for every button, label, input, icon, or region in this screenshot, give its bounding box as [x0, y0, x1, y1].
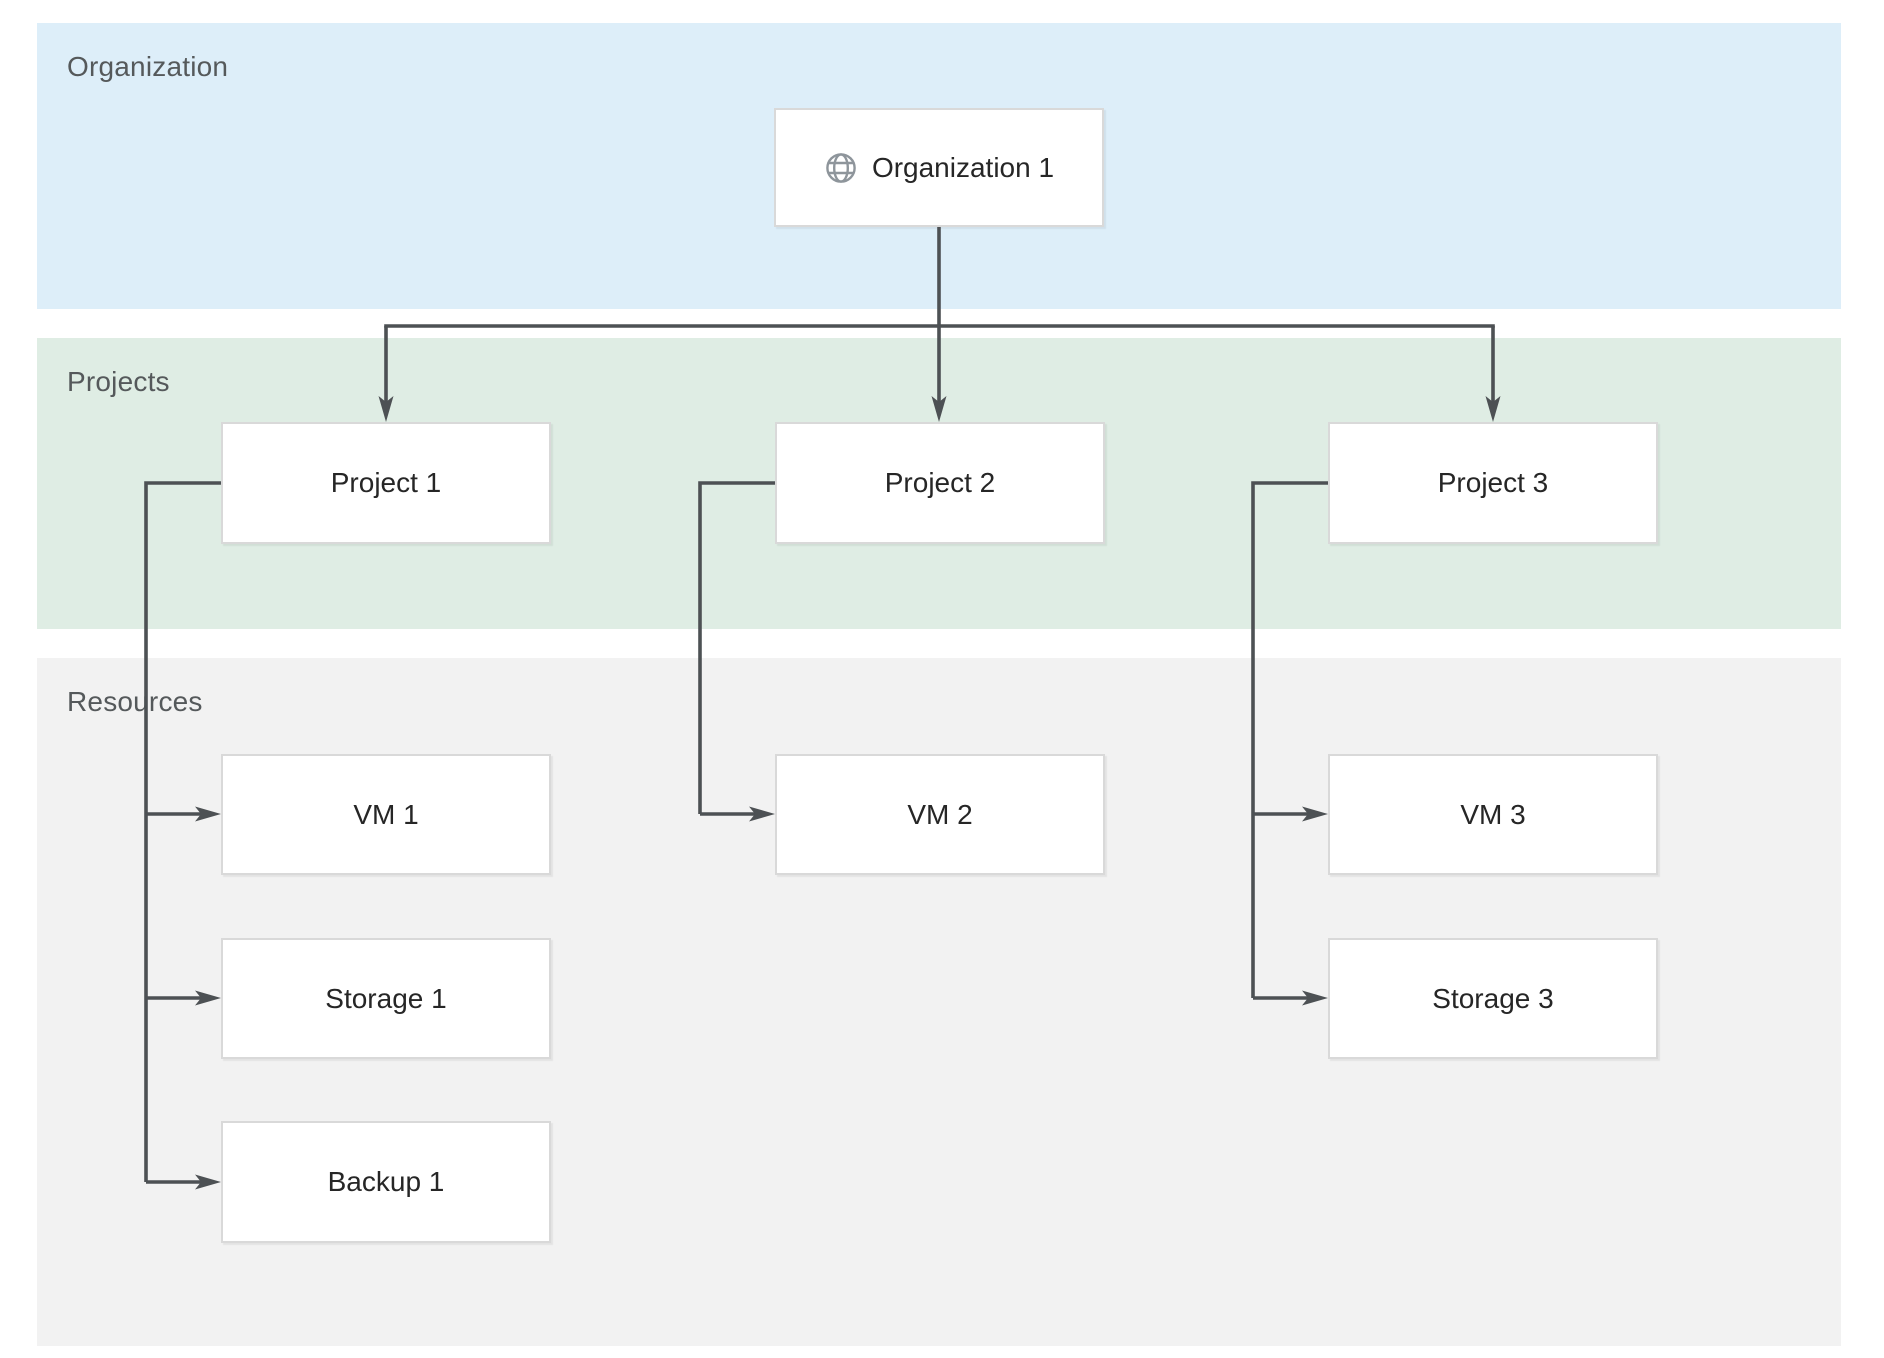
node-vm-3: VM 3 [1328, 754, 1658, 875]
node-label: Project 1 [330, 467, 442, 498]
node-project-2: Project 2 [775, 422, 1105, 544]
node-storage-3: Storage 3 [1328, 938, 1658, 1059]
node-project-3: Project 3 [1328, 422, 1658, 544]
organization-band-label: Organization [67, 51, 229, 82]
node-backup-1: Backup 1 [221, 1121, 551, 1243]
node-label: VM 3 [1460, 798, 1526, 830]
node-label: Storage 3 [1432, 982, 1554, 1014]
node-vm-1: VM 1 [221, 754, 551, 875]
node-label: Storage 1 [325, 982, 447, 1014]
globe-icon [826, 152, 856, 183]
node-label: Project 3 [1437, 467, 1549, 498]
node-label: Organization 1 [871, 151, 1055, 183]
node-label: Backup 1 [327, 1166, 445, 1197]
node-project-1: Project 1 [221, 422, 551, 544]
node-vm-2: VM 2 [775, 754, 1105, 875]
node-label: VM 2 [907, 798, 973, 830]
node-label: VM 1 [353, 798, 419, 830]
node-label: Project 2 [884, 467, 996, 498]
node-organization-1: Organization 1 [774, 108, 1104, 227]
node-storage-1: Storage 1 [221, 938, 551, 1059]
projects-band-label: Projects [67, 366, 170, 397]
resources-band-label: Resources [67, 686, 203, 717]
